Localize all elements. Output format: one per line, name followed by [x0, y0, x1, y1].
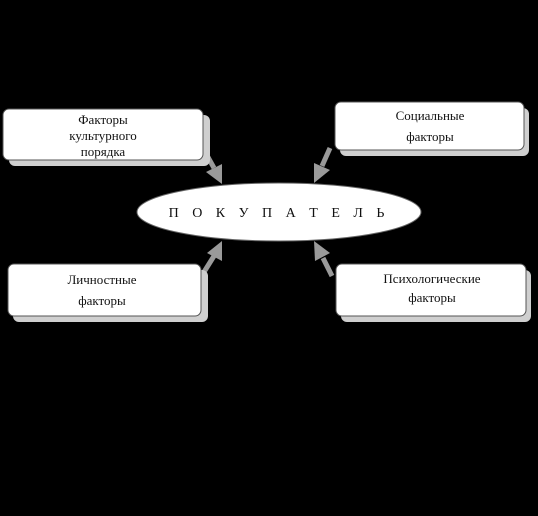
factor-box-social: Социальные факторы [334, 101, 529, 156]
arrow-social-to-buyer [314, 146, 333, 183]
factor-psychological-line-1: Психологические [383, 271, 480, 286]
buyer-node: П О К У П А Т Е Л Ь [136, 182, 422, 242]
arrow-psychological-to-buyer [314, 241, 335, 278]
factor-psychological-line-2: факторы [408, 290, 456, 305]
factor-cultural-line-1: Факторы [78, 112, 128, 127]
factor-social-line-1: Социальные [396, 108, 465, 123]
factor-box-personal: Личностные факторы [7, 263, 208, 322]
factor-cultural-line-2: культурного [69, 128, 136, 143]
factor-personal-line-2: факторы [78, 293, 126, 308]
buyer-label: П О К У П А Т Е Л Ь [169, 206, 390, 221]
factor-personal-line-1: Личностные [67, 272, 136, 287]
factor-cultural-line-3: порядка [81, 144, 126, 159]
factor-box-psychological: Психологические факторы [335, 263, 531, 322]
arrow-personal-to-buyer [201, 241, 222, 274]
factor-social-line-2: факторы [406, 129, 454, 144]
factor-box-cultural: Факторы культурного порядка [2, 108, 210, 166]
